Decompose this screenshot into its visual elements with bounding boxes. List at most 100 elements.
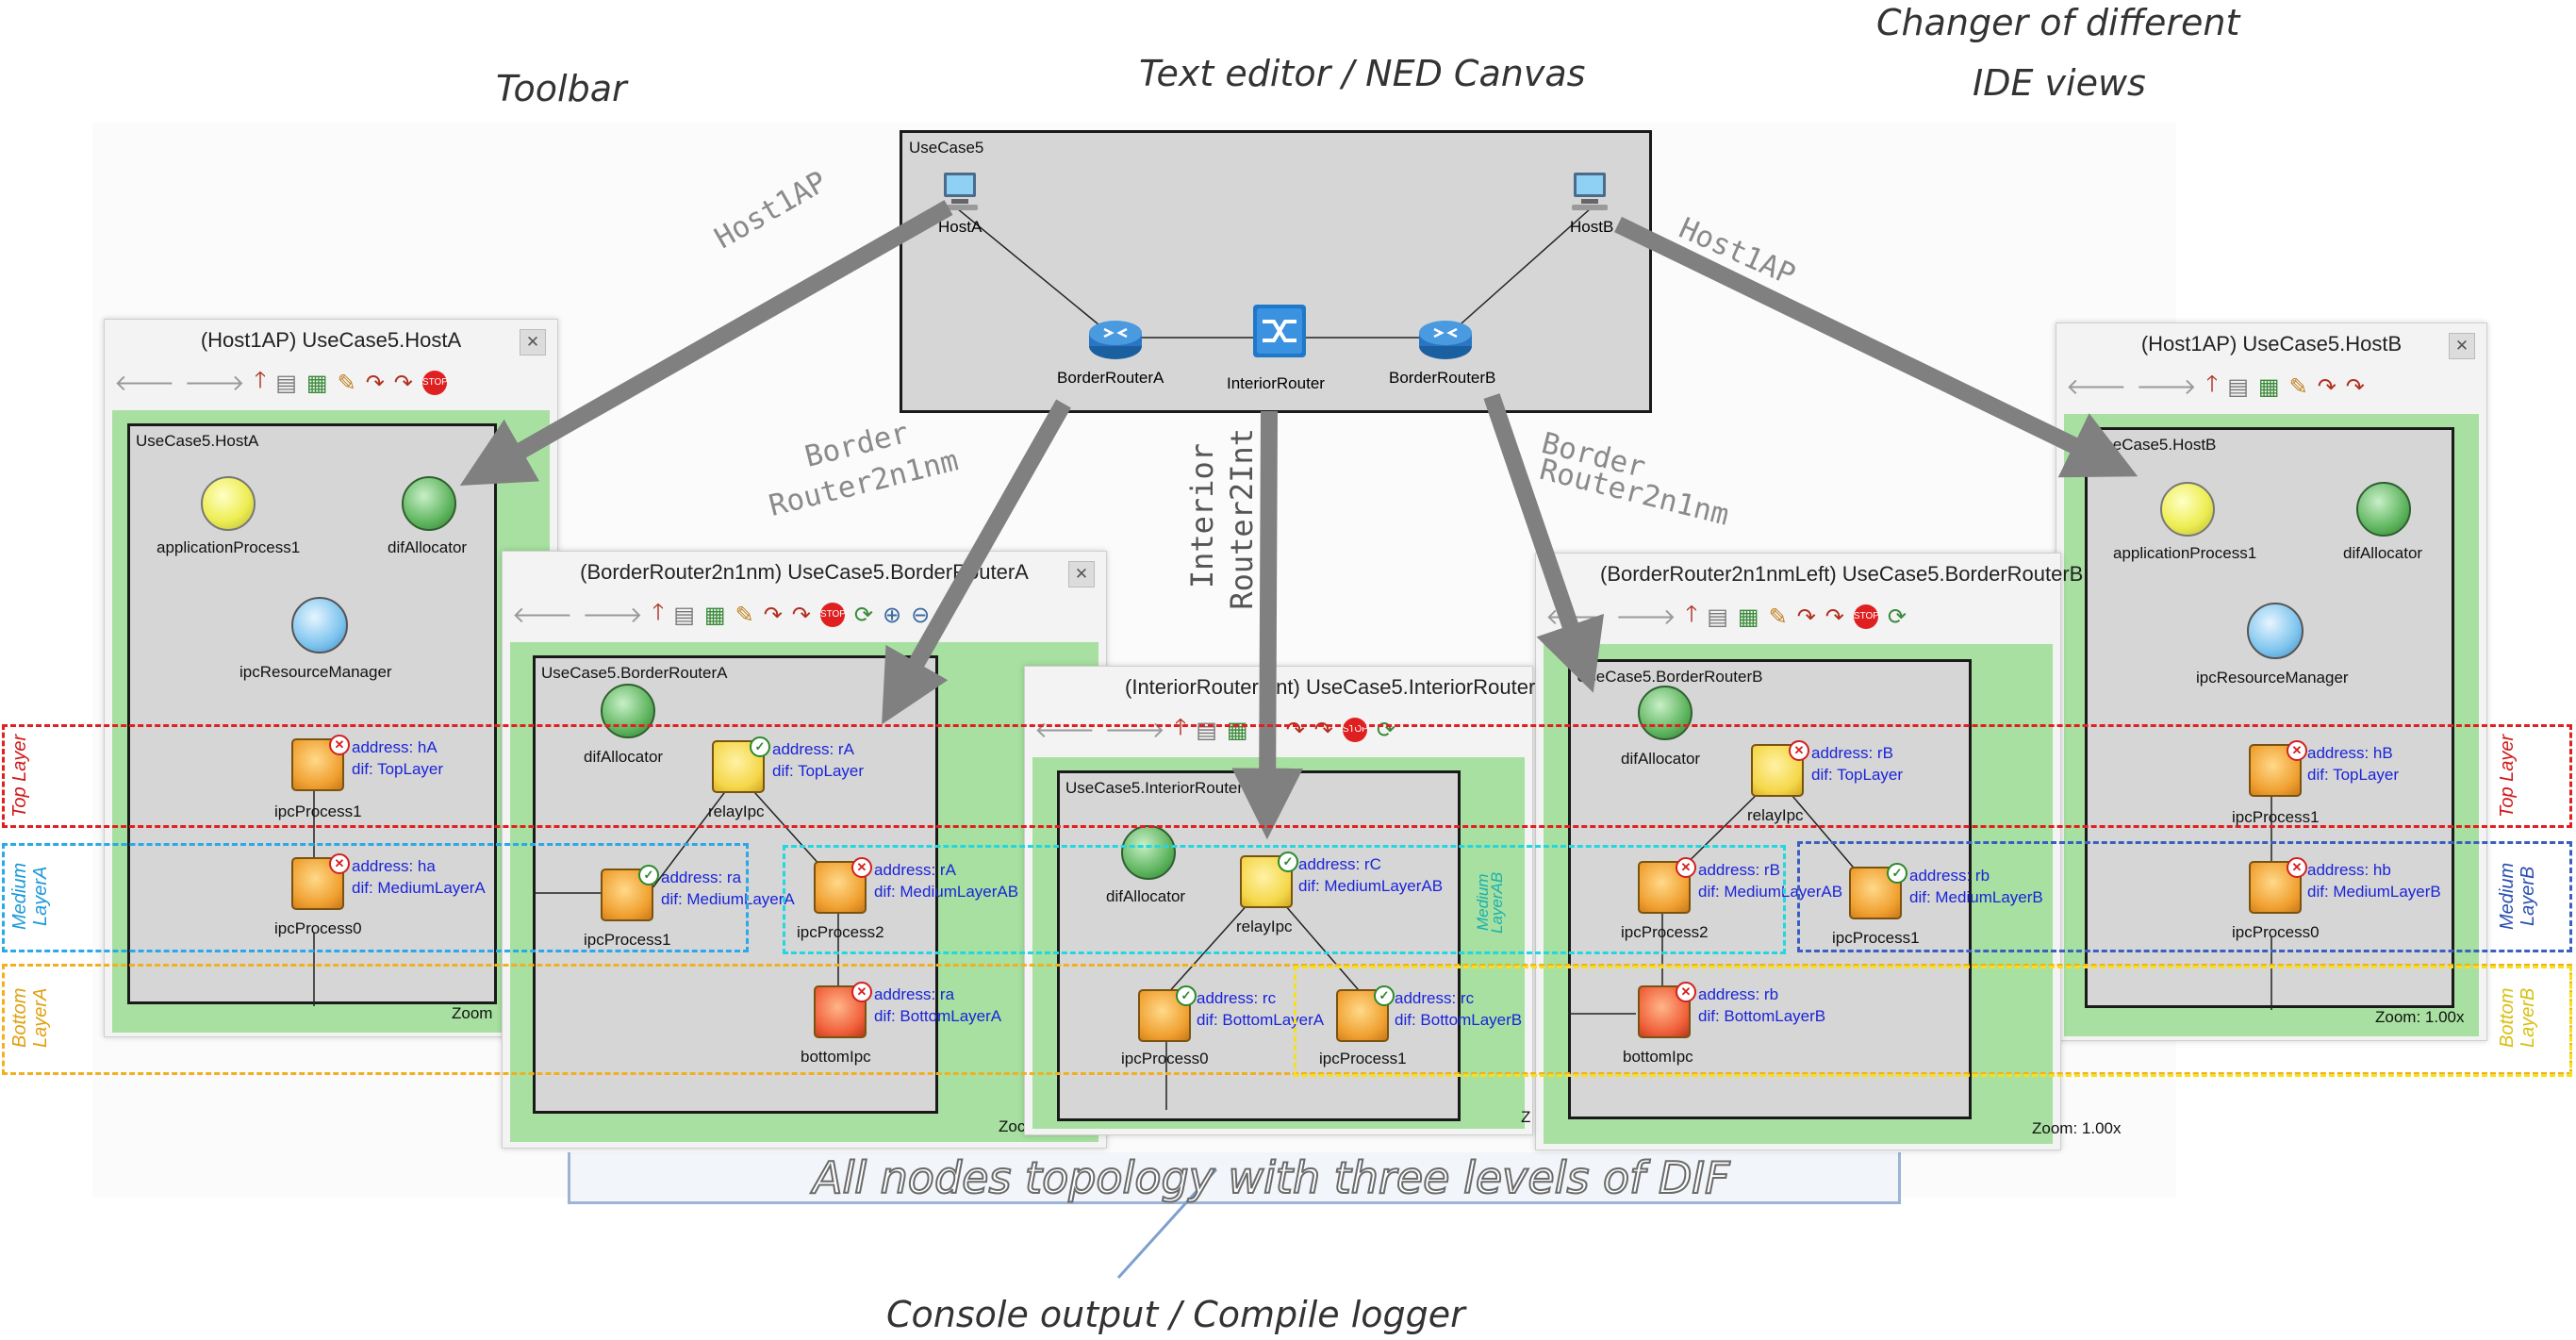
- step-icon[interactable]: ↷: [1796, 604, 1816, 630]
- bottom-layerA-label: Bottom LayerA: [9, 987, 51, 1048]
- dif-allocator-label: difAllocator: [2343, 544, 2423, 562]
- back-arrow-icon[interactable]: 🡐: [512, 603, 573, 628]
- tools-icon[interactable]: ✎: [2288, 373, 2308, 400]
- step-icon[interactable]: ↷: [2317, 373, 2337, 400]
- interior-label: InteriorRouter: [1227, 374, 1325, 392]
- relay-ipc-module[interactable]: [1240, 855, 1293, 908]
- ipc-resource-manager-circle[interactable]: [291, 597, 348, 653]
- stop-icon[interactable]: STOP: [1853, 604, 1879, 629]
- refresh-icon[interactable]: ⟳: [1376, 717, 1396, 743]
- window-hostA[interactable]: (Host1AP) UseCase5.HostA ✕ 🡐🡒🡑 ▤▦✎ ↷↷ ST…: [104, 319, 558, 1037]
- module-borderB[interactable]: UseCase5.BorderRouterB: [1568, 659, 1972, 1119]
- hostA-label: HostA: [938, 218, 983, 236]
- error-status-icon: ✕: [329, 735, 350, 755]
- up-arrow-icon[interactable]: 🡑: [1174, 714, 1187, 740]
- forward-arrow-icon[interactable]: 🡒: [1615, 604, 1676, 630]
- editor-callout: Text editor / NED Canvas: [1139, 53, 1586, 94]
- back-arrow-icon[interactable]: 🡐: [114, 371, 175, 396]
- back-arrow-icon[interactable]: 🡐: [2066, 374, 2127, 400]
- application-process-circle[interactable]: [2160, 482, 2215, 537]
- ipc-process0-module[interactable]: [2249, 861, 2302, 914]
- document-icon[interactable]: ▤: [1707, 604, 1728, 630]
- module-name: UseCase5.HostA: [136, 432, 259, 450]
- ipc-process1-label: ipcProcess1: [1319, 1050, 1407, 1067]
- document-icon[interactable]: ▤: [2227, 373, 2249, 400]
- run-icon[interactable]: ↷: [393, 370, 413, 396]
- ned-canvas[interactable]: UseCase5 HostA HostB BorderRouterA Inter…: [900, 130, 1652, 413]
- forward-arrow-icon[interactable]: 🡒: [184, 371, 245, 396]
- medium-layerA-box: [2, 843, 749, 952]
- up-arrow-icon[interactable]: 🡑: [2205, 371, 2219, 397]
- run-icon[interactable]: ↷: [1313, 717, 1333, 743]
- step-icon[interactable]: ↷: [365, 370, 385, 396]
- up-arrow-icon[interactable]: 🡑: [254, 367, 267, 393]
- changer-callout-line2: IDE views: [1973, 62, 2146, 104]
- borderB-router-icon[interactable]: [1417, 318, 1474, 361]
- interior-switch-icon[interactable]: [1251, 303, 1308, 359]
- bottom-ipc-module[interactable]: [1638, 985, 1691, 1038]
- close-icon[interactable]: ✕: [1068, 561, 1095, 587]
- back-arrow-icon[interactable]: 🡐: [1034, 718, 1096, 743]
- close-icon[interactable]: ✕: [520, 329, 546, 356]
- error-status-icon: ✕: [851, 982, 872, 1002]
- dif-allocator-circle[interactable]: [1638, 686, 1693, 740]
- borderB-label: BorderRouterB: [1389, 369, 1496, 387]
- bottom-ipc-label: bottomIpc: [801, 1048, 871, 1066]
- ok-status-icon: ✓: [750, 736, 770, 757]
- run-icon[interactable]: ↷: [791, 602, 811, 628]
- relay-ipc-label: relayIpc: [1747, 806, 1804, 824]
- close-icon[interactable]: ✕: [2449, 333, 2475, 359]
- inspect-icon[interactable]: ▦: [2257, 373, 2280, 400]
- up-arrow-icon[interactable]: 🡑: [1685, 601, 1698, 627]
- module-borderA[interactable]: UseCase5.BorderRouterA: [533, 655, 938, 1114]
- forward-arrow-icon[interactable]: 🡒: [1104, 718, 1165, 743]
- error-status-icon: ✕: [2287, 857, 2307, 878]
- toolbar: 🡐 🡒 🡑 ▤ ▦ ✎ ↷ ↷ STOP: [114, 367, 448, 399]
- ok-status-icon: ✓: [1887, 863, 1907, 884]
- step-icon[interactable]: ↷: [763, 602, 783, 628]
- ipc-resource-manager-circle[interactable]: [2247, 603, 2304, 659]
- dif-allocator-circle[interactable]: [601, 684, 655, 738]
- tools-icon[interactable]: ✎: [735, 602, 754, 628]
- step-icon[interactable]: ↷: [1285, 717, 1305, 743]
- forward-arrow-icon[interactable]: 🡒: [582, 603, 643, 628]
- tools-icon[interactable]: ✎: [1768, 604, 1788, 630]
- dif-allocator-circle[interactable]: [402, 476, 456, 531]
- inspect-icon[interactable]: ▦: [1737, 604, 1759, 630]
- module-name: UseCase5.InteriorRouter: [1065, 779, 1244, 797]
- inspect-icon[interactable]: ▦: [1226, 717, 1248, 743]
- hostB-computer-icon[interactable]: [1568, 171, 1611, 214]
- dif-allocator-label: difAllocator: [584, 748, 664, 766]
- document-icon[interactable]: ▤: [275, 370, 297, 396]
- refresh-icon[interactable]: ⟳: [853, 602, 874, 628]
- document-icon[interactable]: ▤: [673, 602, 695, 628]
- tools-icon[interactable]: ✎: [337, 370, 356, 396]
- run-icon[interactable]: ↷: [1825, 604, 1844, 630]
- forward-arrow-icon[interactable]: 🡒: [2136, 374, 2197, 400]
- refresh-icon[interactable]: ⟳: [1887, 604, 1907, 630]
- run-icon[interactable]: ↷: [2345, 373, 2365, 400]
- borderA-router-icon[interactable]: [1087, 318, 1144, 361]
- inspect-icon[interactable]: ▦: [703, 602, 726, 628]
- console-panel-edge: [568, 1152, 1901, 1204]
- stop-icon[interactable]: STOP: [421, 371, 448, 395]
- document-icon[interactable]: ▤: [1196, 717, 1217, 743]
- module-name: UseCase5.BorderRouterA: [541, 664, 728, 682]
- application-process-circle[interactable]: [201, 476, 256, 531]
- zoom-level: Zoom: 1.00x: [2032, 1119, 2122, 1137]
- hostA-computer-icon[interactable]: [938, 171, 982, 214]
- ipc-process1-label: ipcProcess1: [1832, 929, 1920, 947]
- stop-icon[interactable]: STOP: [819, 603, 846, 627]
- stop-icon[interactable]: STOP: [1342, 718, 1368, 742]
- top-layer-box: [2, 724, 2572, 828]
- up-arrow-icon[interactable]: 🡑: [652, 599, 665, 625]
- error-status-icon: ✕: [2287, 740, 2307, 761]
- inspect-icon[interactable]: ▦: [305, 370, 328, 396]
- dif-allocator-circle[interactable]: [2356, 482, 2411, 537]
